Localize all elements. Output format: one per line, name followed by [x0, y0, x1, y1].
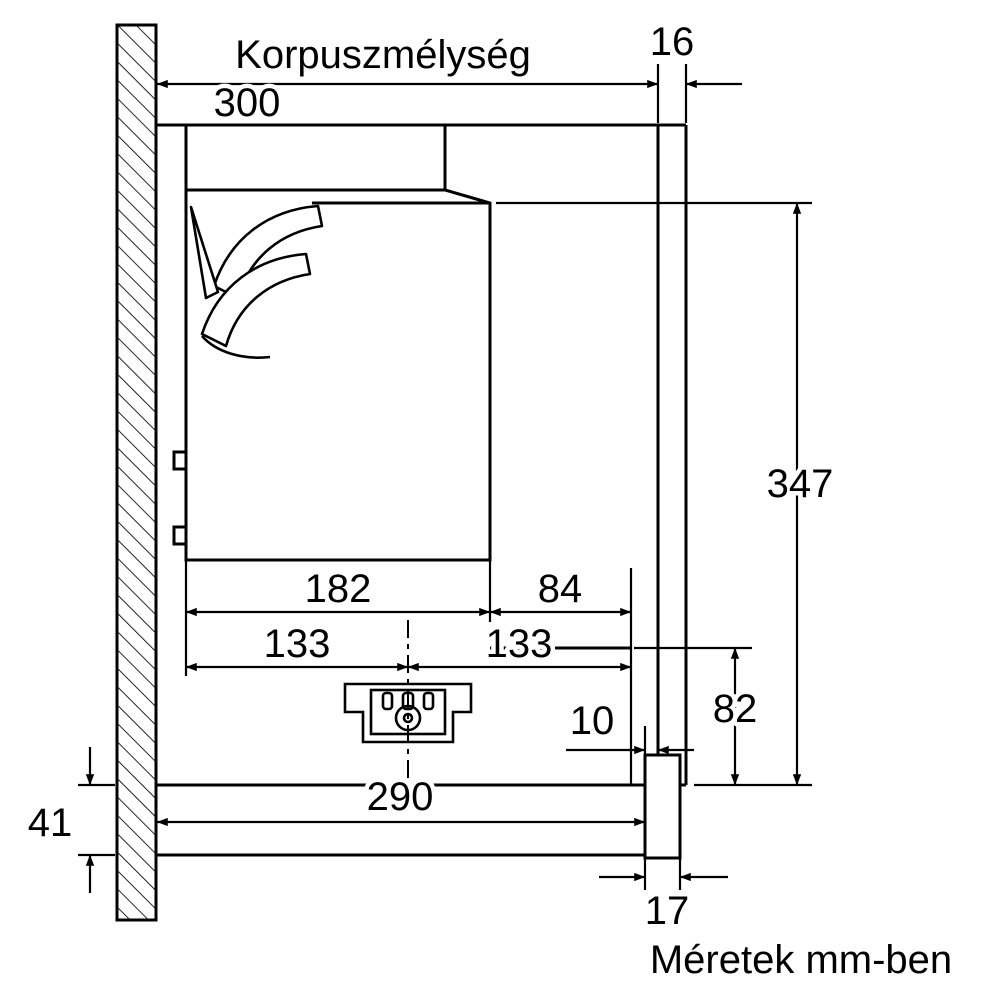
damper-lower-curve	[201, 335, 271, 359]
dimension-labels: Korpuszmélység 300 16 347 182 84 133 133…	[23, 16, 956, 987]
dimension-lines	[85, 79, 802, 893]
dim-label-347: 347	[767, 462, 834, 506]
dim-label-82: 82	[713, 687, 758, 731]
damper-flaps	[189, 204, 324, 359]
dim-label-290: 290	[367, 775, 434, 819]
units-note: Méretek mm-ben	[650, 938, 952, 982]
pullout-drawer	[156, 783, 645, 857]
dim-label-133-right: 133	[486, 622, 553, 666]
wall-hatch	[115, 23, 158, 922]
damper-hinge-wedge	[189, 205, 220, 300]
slide-rail-detail	[343, 682, 473, 744]
damper-flap-lower	[200, 252, 312, 348]
dim-label-41: 41	[28, 801, 73, 845]
dim-label-84: 84	[538, 567, 583, 611]
dim-label-10: 10	[570, 699, 615, 743]
front-panel-strip	[643, 753, 682, 860]
mounting-tab-lower	[172, 525, 188, 546]
mounting-tab-upper	[172, 450, 188, 471]
dim-label-16: 16	[650, 20, 695, 64]
wall-section	[115, 23, 158, 922]
dim-label-300: 300	[214, 81, 281, 125]
dim-label-133-left: 133	[264, 622, 331, 666]
dim-label-182: 182	[305, 567, 372, 611]
title-label: Korpuszmélység	[235, 33, 531, 77]
dim-label-17: 17	[645, 889, 690, 933]
visor-section	[490, 568, 633, 785]
rail-rib-left	[381, 691, 394, 711]
rail-rib-right	[422, 691, 435, 711]
